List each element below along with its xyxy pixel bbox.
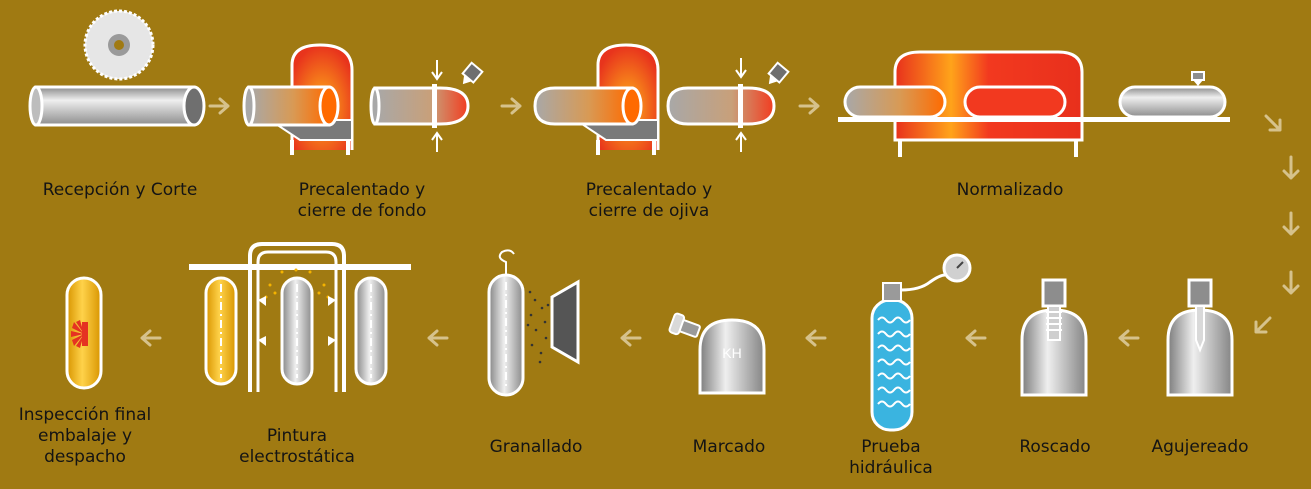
painting-cylinder-icon <box>264 268 330 386</box>
label-line: Agujereado <box>1151 437 1249 457</box>
hydraulic-test-cylinder-icon <box>870 273 946 432</box>
arrow-right-icon <box>798 97 820 115</box>
label-line: embalaje y <box>37 426 132 446</box>
label-line: Inspección final <box>18 405 152 425</box>
label-agujereado: Agujereado <box>1130 437 1270 458</box>
shot-blast-nozzle-icon <box>526 279 580 365</box>
marking-cylinder-icon <box>698 318 766 395</box>
label-granallado: Granallado <box>466 437 606 458</box>
shot-blast-cylinder-icon <box>487 249 525 397</box>
arrow-right-icon <box>208 97 230 115</box>
label-prueba-hidraulica: Prueba hidráulica <box>826 437 956 479</box>
ogive-closing-pipe-icon <box>666 58 790 152</box>
label-line: cierre de fondo <box>297 201 427 221</box>
bottom-closing-pipe-icon <box>369 60 484 152</box>
saw-blade-icon <box>83 9 155 81</box>
threading-cylinder-icon <box>1020 278 1088 397</box>
roller-tool-2-icon <box>767 61 790 85</box>
inspected-cylinder-icon <box>65 276 103 390</box>
label-line: Prueba <box>861 437 921 457</box>
label-line: Precalentado y <box>585 180 713 200</box>
pressure-gauge-icon <box>942 253 972 283</box>
label-roscado: Roscado <box>990 437 1120 458</box>
label-line: Normalizado <box>956 180 1064 200</box>
label-line: Recepción y Corte <box>42 180 198 200</box>
marking-stamp-text: KH <box>722 345 741 361</box>
label-line: Marcado <box>692 437 766 457</box>
roller-tool-icon <box>461 61 484 85</box>
paint-rail-icon <box>189 242 411 392</box>
label-line: electrostática <box>239 447 355 467</box>
label-marcado: Marcado <box>664 437 794 458</box>
arrow-left-icon <box>965 329 987 347</box>
arrow-down-icon <box>1282 211 1300 236</box>
raw-pipe-icon <box>28 85 206 127</box>
label-line: hidráulica <box>849 458 933 478</box>
label-precalentado-ojiva: Precalentado y cierre de ojiva <box>549 180 749 222</box>
heated-pipe-icon <box>242 85 340 127</box>
normalizing-cylinder-2-icon <box>963 85 1067 119</box>
label-recepcion: Recepción y Corte <box>20 180 220 201</box>
label-line: Roscado <box>1019 437 1091 457</box>
arrow-left-icon <box>427 329 449 347</box>
stamping-tool-icon <box>668 312 701 338</box>
label-pintura: Pintura electrostática <box>222 426 372 468</box>
label-normalizado: Normalizado <box>930 180 1090 201</box>
heated-pipe-2-icon <box>533 86 643 126</box>
unpainted-cylinder-icon <box>354 276 388 386</box>
arrow-left-icon <box>140 329 162 347</box>
arrow-down-icon <box>1282 155 1300 180</box>
label-precalentado-fondo: Precalentado y cierre de fondo <box>262 180 462 222</box>
label-line: Precalentado y <box>298 180 426 200</box>
label-inspeccion: Inspección final embalaje y despacho <box>2 405 168 468</box>
arrow-left-icon <box>805 329 827 347</box>
approval-mark-icon <box>71 320 88 348</box>
arrow-left-icon <box>620 329 642 347</box>
arrow-right-icon <box>500 97 522 115</box>
label-line: Granallado <box>489 437 583 457</box>
drilling-cylinder-icon <box>1166 278 1234 397</box>
arrow-down-left-icon <box>1254 316 1272 334</box>
arrow-left-icon <box>1118 329 1140 347</box>
paint-nozzles-icon <box>258 296 336 346</box>
normalized-cylinder-icon <box>1118 71 1227 119</box>
label-line: Pintura <box>266 426 328 446</box>
label-line: despacho <box>44 447 126 467</box>
label-line: cierre de ojiva <box>588 201 710 221</box>
normalizing-cylinder-1-icon <box>843 85 947 119</box>
arrow-down-right-icon <box>1264 114 1282 132</box>
painted-cylinder-icon <box>204 276 238 386</box>
arrow-down-icon <box>1282 270 1300 295</box>
